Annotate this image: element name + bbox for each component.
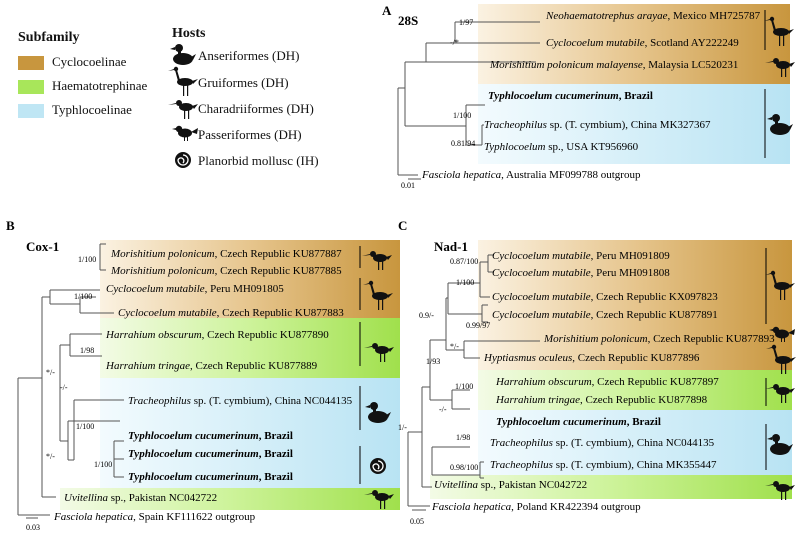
support-label: 1/100: [455, 382, 473, 391]
taxon-label: Cyclocoelum mutabile, Peru MH091808: [492, 267, 670, 279]
taxon-label: Hyptiasmus oculeus, Czech Republic KU877…: [483, 352, 700, 364]
support-label: 0.9/-: [419, 311, 434, 320]
haematotrephinae-swatch: [18, 80, 44, 94]
support-label: 0.87/100: [450, 257, 478, 266]
panel-b-letter: B: [6, 218, 15, 233]
taxon-label: Neohaematotrephus arayae, Mexico MH72578…: [545, 10, 761, 22]
support-label: 0.81/94: [451, 139, 475, 148]
support-label: 0.98/100: [450, 463, 478, 472]
support-label: */-: [46, 452, 55, 461]
support-label: 1/100: [78, 255, 96, 264]
panel-c-letter: C: [398, 218, 407, 233]
taxon-label: Tracheophilus sp. (T. cymbium), China MK…: [490, 459, 717, 471]
support-label: 1/100: [456, 278, 474, 287]
taxon-label: Uvitellina sp., Pakistan NC042722: [434, 479, 587, 491]
panel-a-letter: A: [382, 3, 392, 18]
support-label: 1/97: [459, 18, 473, 27]
support-label: 1/100: [74, 292, 92, 301]
support-label: 1/98: [80, 346, 94, 355]
taxon-label: Tracheophilus sp. (T. cymbium), China NC…: [128, 395, 353, 407]
legend-haematotrephinae: Haematotrephinae: [52, 78, 148, 93]
support-label: -/*: [450, 38, 459, 47]
shorebird-icon: [168, 100, 198, 119]
hosts-legend-title: Hosts: [172, 26, 206, 41]
panel-b-gene: Cox-1: [26, 239, 59, 254]
support-label: */-: [450, 342, 459, 351]
support-label: -/-: [60, 383, 68, 392]
support-label: */-: [46, 368, 55, 377]
snail-icon: [174, 151, 192, 169]
taxon-label: Typhlocoelum cucumerinum, Brazil: [496, 416, 661, 428]
legend-host-gruiformes: Gruiformes (DH): [198, 75, 289, 90]
legend-host-anseriformes: Anseriformes (DH): [198, 48, 300, 63]
taxon-label: Typhlocoelum cucumerinum, Brazil: [128, 430, 293, 442]
panel-a-gene: 28S: [398, 13, 418, 28]
songbird-icon: [172, 125, 198, 141]
taxon-label: Tracheophilus sp. (T. cymbium), China NC…: [490, 437, 715, 449]
support-label: 1/93: [426, 357, 440, 366]
taxon-label: Morishitium polonicum, Czech Republic KU…: [110, 265, 342, 277]
taxon-label: Morishitium polonicum, Czech Republic KU…: [110, 248, 342, 260]
support-label: 1/100: [94, 460, 112, 469]
cyclocoelinae-swatch: [18, 56, 44, 70]
taxon-label: Cyclocoelum mutabile, Czech Republic KU8…: [118, 307, 344, 319]
taxon-label: Cyclocoelum mutabile, Scotland AY222249: [546, 37, 739, 49]
legend-host-charadriiformes: Charadriiformes (DH): [198, 101, 314, 116]
taxon-label: Cyclocoelum mutabile, Czech Republic KU8…: [492, 309, 718, 321]
typhlocoelinae-swatch: [18, 104, 44, 118]
taxon-label: Harrahium obscurum, Czech Republic KU877…: [495, 376, 719, 388]
legend-host-planorbid: Planorbid mollusc (IH): [198, 153, 319, 168]
taxon-label: Uvitellina sp., Pakistan NC042722: [64, 492, 217, 504]
taxon-label: Harrahium tringae, Czech Republic KU8778…: [495, 394, 708, 406]
legend-typhlocoelinae: Typhlocoelinae: [52, 102, 132, 117]
legend-host-passeriformes: Passeriformes (DH): [198, 127, 302, 142]
taxon-label: Morishitium polonicum, Czech Republic KU…: [543, 333, 775, 345]
scale-label: 0.01: [401, 181, 415, 190]
legend-cyclocoelinae: Cyclocoelinae: [52, 54, 127, 69]
support-label: 1/100: [76, 422, 94, 431]
panel-c: C Nad-1 0.87/100 1/100 0.99/97 0.9/- */-…: [398, 218, 796, 526]
support-label: -/-: [439, 405, 447, 414]
support-label: 1/98: [456, 433, 470, 442]
taxon-label: Harrahium obscurum, Czech Republic KU877…: [105, 329, 329, 341]
scale-label: 0.03: [26, 523, 40, 532]
scale-label: 0.05: [410, 517, 424, 526]
support-label: 1/-: [398, 423, 407, 432]
support-label: 0.99/97: [466, 321, 490, 330]
taxon-label: Tracheophilus sp. (T. cymbium), China MK…: [484, 119, 711, 131]
support-label: 1/100: [453, 111, 471, 120]
panel-a: A 28S 1/97 -/* 1/100 0.81/94 0.01 Neohae…: [382, 3, 795, 190]
taxon-label: Cyclocoelum mutabile, Peru MH091809: [492, 250, 670, 262]
taxon-label: Typhlocoelum cucumerinum, Brazil: [128, 448, 293, 460]
panel-b: B Cox-1 1/100 1/100 1/98 */- -/- 1/100 *…: [6, 218, 400, 532]
duck-icon: [170, 44, 196, 65]
taxon-label: Typhlocoelum cucumerinum, Brazil: [128, 471, 293, 483]
crane-icon: [168, 66, 198, 96]
taxon-label: Typhlocoelum cucumerinum, Brazil: [488, 90, 653, 102]
taxon-label: Morishitium polonicum malayense, Malaysi…: [489, 59, 738, 71]
taxon-label: Fasciola hepatica, Spain KF111622 outgro…: [53, 511, 256, 523]
panel-c-gene: Nad-1: [434, 239, 468, 254]
taxon-label: Fasciola hepatica, Poland KR422394 outgr…: [431, 501, 641, 513]
taxon-label: Fasciola hepatica, Australia MF099788 ou…: [421, 169, 641, 181]
taxon-label: Typhlocoelum sp., USA KT956960: [484, 141, 639, 153]
taxon-label: Harrahium tringae, Czech Republic KU8778…: [105, 360, 318, 372]
taxon-label: Cyclocoelum mutabile, Peru MH091805: [106, 283, 284, 295]
taxon-label: Cyclocoelum mutabile, Czech Republic KX0…: [492, 291, 718, 303]
subfamily-legend-title: Subfamily: [18, 30, 80, 45]
